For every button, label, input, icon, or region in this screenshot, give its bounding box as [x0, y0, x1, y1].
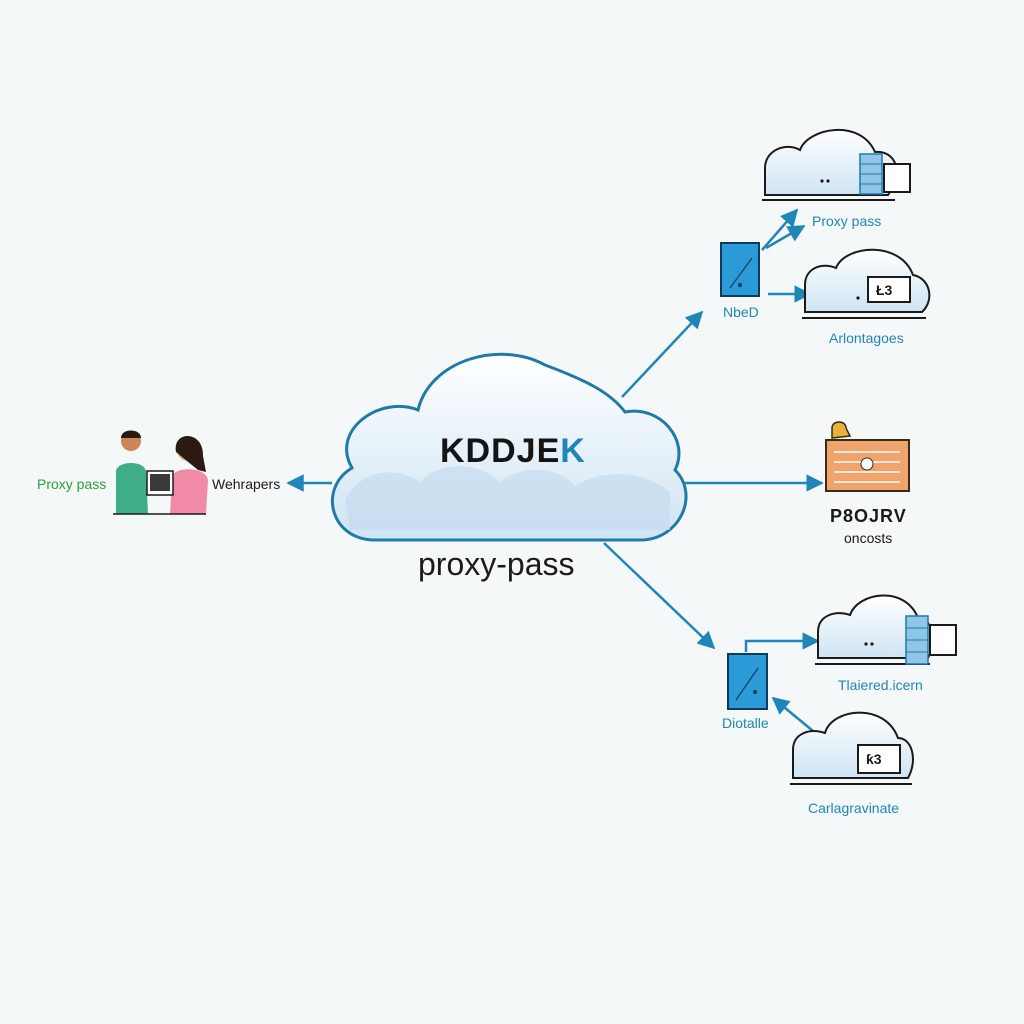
bottom-device-label: Diotalle: [722, 715, 769, 731]
top-device-icon: [720, 242, 760, 297]
arrow-to-bottom-device: [603, 542, 716, 650]
last-cloud-box-text: ƙ3: [866, 751, 882, 767]
people-label-left: Proxy pass: [37, 476, 107, 492]
last-cloud-label: Carlagravinate: [808, 800, 900, 816]
last-cloud: [790, 711, 914, 785]
arrow-last-cloud-to-device: [771, 696, 814, 732]
bottom-device-icon: [727, 653, 768, 710]
mid-cloud-label: Arlontagoes: [829, 330, 904, 346]
mid-cloud-box-text: Ł3: [876, 282, 893, 298]
right-panel-subtitle: oncosts: [844, 530, 893, 546]
top-cloud-label: Proxy pass: [812, 213, 882, 229]
arrow-to-top-device: [621, 310, 704, 398]
hub-title-accent: K: [560, 432, 586, 470]
right-panel: [825, 421, 910, 492]
hub-cloud: [331, 352, 688, 542]
hub-title: KDDJEK: [440, 432, 586, 470]
connector-lines: [286, 208, 824, 732]
arrow-device-to-top-cloud-2: [765, 224, 806, 250]
people-illustration: [113, 430, 208, 515]
mid-cloud: [802, 248, 931, 319]
right-panel-title: P8OJRV: [830, 506, 907, 526]
people-label-right: Wehrapers: [212, 476, 281, 492]
bottom-cloud-label: Tlaiered.icern: [838, 677, 923, 693]
arrow-device-to-bottom-cloud: [744, 632, 820, 652]
hub-subtitle: proxy-pass: [418, 546, 575, 582]
top-device-label: NbeD: [723, 304, 759, 320]
arrow-device-to-top-cloud-1: [761, 208, 799, 251]
top-cloud: [762, 128, 911, 201]
bottom-cloud: [815, 594, 957, 665]
